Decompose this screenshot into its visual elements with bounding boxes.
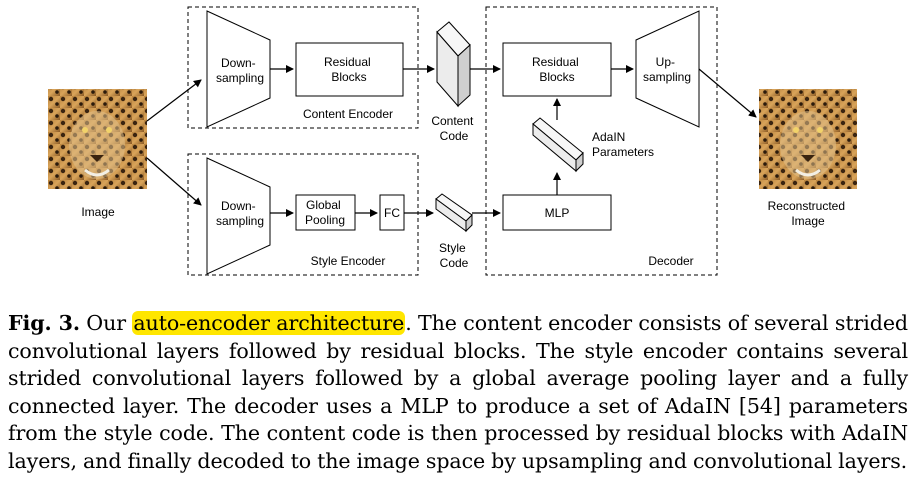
decoder-residual-label: Residual Blocks — [532, 55, 582, 84]
upsampling-label: Up- sampling — [643, 55, 691, 84]
content-residual-label: Residual Blocks — [324, 55, 374, 84]
style-code-label: Style Code — [439, 241, 469, 270]
decoder-residual-blocks — [502, 42, 612, 97]
adain-parameters-block — [532, 117, 584, 173]
figure-number: Fig. 3. — [8, 311, 80, 335]
arrow-image-to-content-downsampling — [146, 79, 202, 122]
adain-parameters-label: AdaIN Parameters — [592, 130, 654, 159]
content-downsampling-label: Down- sampling — [216, 56, 264, 85]
content-residual-blocks — [295, 42, 404, 97]
content-code-label: Content Code — [431, 114, 476, 143]
input-image-label: Image — [81, 205, 115, 219]
global-pooling-label: Global Pooling — [305, 198, 345, 227]
content-encoder-region — [187, 6, 419, 129]
decoder-title: Decoder — [648, 254, 693, 268]
output-image — [759, 89, 857, 189]
fc-label: FC — [384, 206, 400, 220]
mlp-label: MLP — [545, 206, 570, 220]
input-image — [48, 89, 147, 189]
style-code-block — [435, 193, 473, 233]
style-encoder-title: Style Encoder — [311, 254, 386, 268]
global-pooling-block — [295, 194, 356, 231]
mlp-block — [502, 194, 612, 231]
content-code-block — [436, 21, 471, 108]
style-downsampling-block — [206, 157, 271, 275]
highlighted-phrase: auto-encoder architecture — [132, 311, 406, 335]
style-downsampling-label: Down- sampling — [216, 199, 264, 228]
content-downsampling-block — [206, 10, 271, 128]
upsampling-block — [635, 10, 700, 128]
caption-body: . The content encoder consists of severa… — [8, 311, 908, 473]
style-encoder-region — [187, 153, 419, 276]
arrow-image-to-style-downsampling — [146, 157, 202, 206]
caption-lead: Our — [86, 311, 126, 335]
arrow-upsampling-to-output — [698, 68, 757, 118]
decoder-region — [485, 6, 718, 276]
architecture-diagram: Image Reconstructed Image Down- sampling… — [48, 6, 857, 276]
figure-caption: Fig. 3. Our auto-encoder architecture. T… — [8, 310, 908, 475]
output-image-label: Reconstructed Image — [768, 199, 849, 228]
fc-block — [379, 194, 405, 231]
content-encoder-title: Content Encoder — [303, 107, 393, 121]
